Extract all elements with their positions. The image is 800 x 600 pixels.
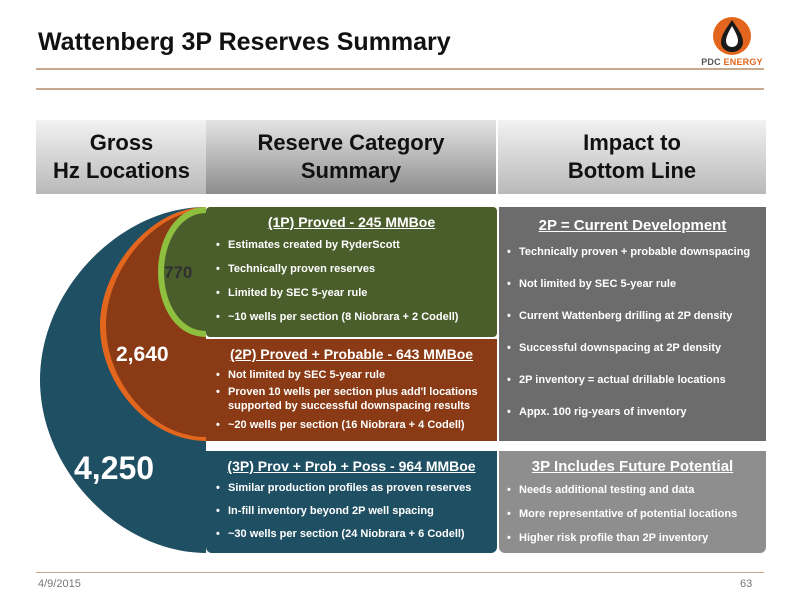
impact-2p-bullet: Successful downspacing at 2P density [507,341,766,355]
impact-2p-bullet: Current Wattenberg drilling at 2P densit… [507,309,766,323]
impact-2p-title: 2P = Current Development [538,217,727,234]
impact-3p-bullet: More representative of potential locatio… [507,507,766,521]
impact-2p-bullet: Technically proven + probable downspacin… [507,245,766,259]
category-3p-bullet: ~30 wells per section (24 Niobrara + 6 C… [216,527,497,541]
header-gross-locations: Gross Hz Locations [36,120,207,194]
oil-drop-icon [713,17,751,55]
header-reserve-summary: Reserve Category Summary [206,120,496,194]
locations-possible-count: 4,250 [74,450,155,486]
category-2p-bullet: Not limited by SEC 5-year rule [216,368,489,382]
impact-2p-bullet: Not limited by SEC 5-year rule [507,277,766,291]
impact-2p-bullet: 2P inventory = actual drillable location… [507,373,766,387]
category-3p-bullet: In-fill inventory beyond 2P well spacing [216,504,497,518]
category-3p-bullet: Similar production profiles as proven re… [216,481,497,495]
category-3p-panel: (3P) Prov + Prob + Poss - 964 MMBoe Simi… [206,451,497,553]
category-1p-title: (1P) Proved - 245 MMBoe [267,214,436,230]
impact-3p-bullet: Higher risk profile than 2P inventory [507,531,766,545]
category-3p-title: (3P) Prov + Prob + Poss - 964 MMBoe [227,458,476,474]
impact-3p-bullet: Needs additional testing and data [507,483,766,497]
title-divider-2 [36,88,764,90]
impact-3p-title: 3P Includes Future Potential [531,458,734,475]
category-1p-bullet: Estimates created by RyderScott [216,238,497,252]
category-1p-bullet: Technically proven reserves [216,262,497,276]
category-1p-bullet: Limited by SEC 5-year rule [216,286,497,300]
footer-divider [36,572,764,573]
category-2p-title: (2P) Proved + Probable - 643 MMBoe [229,346,474,362]
category-1p-bullet: ~10 wells per section (8 Niobrara + 2 Co… [216,310,497,324]
impact-3p-panel: 3P Includes Future Potential Needs addit… [499,451,766,553]
category-1p-panel: (1P) Proved - 245 MMBoe Estimates create… [206,207,497,337]
footer-date: 4/9/2015 [38,578,81,590]
impact-2p-panel: 2P = Current Development Technically pro… [499,207,766,441]
locations-proved-count: 770 [164,263,193,282]
title-divider [36,68,764,70]
logo-wordmark: PDC ENERGY [701,57,763,67]
header-impact: Impact to Bottom Line [498,120,766,194]
arc-proved-inner [164,213,206,331]
impact-2p-bullet: Appx. 100 rig-years of inventory [507,405,766,419]
page-title: Wattenberg 3P Reserves Summary [38,28,451,56]
locations-probable-count: 2,640 [116,343,169,366]
pdc-energy-logo: PDC ENERGY [698,12,766,70]
category-2p-bullet: Proven 10 wells per section plus add'l l… [216,385,489,413]
category-2p-bullet: ~20 wells per section (16 Niobrara + 4 C… [216,418,489,432]
category-2p-panel: (2P) Proved + Probable - 643 MMBoe Not l… [206,339,497,441]
page-number: 63 [740,578,753,590]
